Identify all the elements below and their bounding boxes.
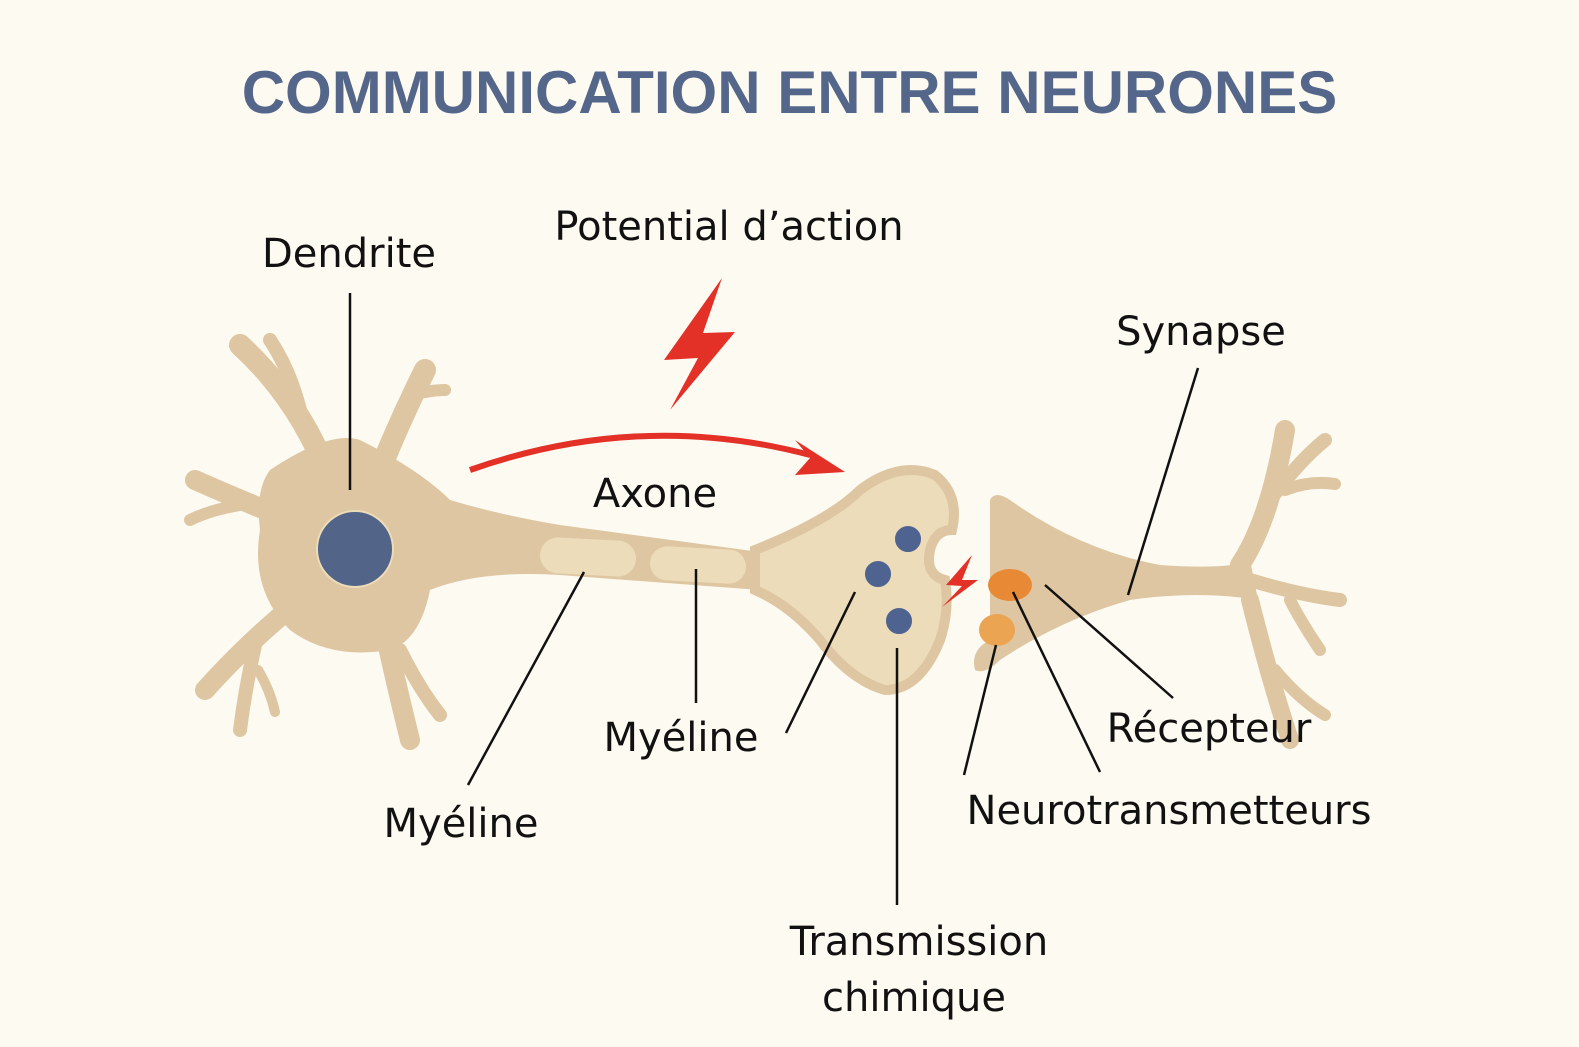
vesicle [863,559,893,589]
label-synapse: Synapse [1116,309,1286,355]
label-dendrite: Dendrite [261,231,437,277]
neurotransmitter [979,614,1015,646]
label-myeline-center: Myéline [603,715,759,761]
nucleus [316,510,394,588]
postsynaptic-neuron [974,495,1258,672]
neuron-soma [258,438,760,653]
neurotransmitter [988,569,1032,601]
myelin-segment [540,537,636,577]
leader-line-neurotransmetteur-b [962,644,998,776]
label-axone: Axone [592,471,718,517]
postsynaptic-dendrites [1230,420,1347,749]
label-potentiel-action: Potential d’action [554,204,904,250]
leader-line-neurotransmetteur-a [1011,591,1102,773]
synaptic-vesicles [863,524,923,636]
axon-terminal [750,465,959,696]
vesicle [884,606,914,636]
curved-arrow-icon [469,432,811,473]
diagram-title: COMMUNICATION ENTRE NEURONES [241,59,1338,126]
label-transmission-line1: Transmission [789,919,1049,965]
myelin-segment [650,546,746,584]
label-recepteur: Récepteur [1106,706,1312,752]
leader-line-synapse [1126,367,1200,596]
label-transmission-line2: chimique [822,975,1006,1021]
label-myeline-left: Myéline [383,801,539,847]
lightning-bolt-icon [942,555,978,607]
arrow-head [795,440,845,475]
vesicle [893,524,923,554]
lightning-bolt-icon [664,278,735,410]
leader-line-recepteur [1044,584,1174,699]
leader-lines [348,293,1200,905]
leader-line-myeline-terminal [784,591,857,734]
label-neurotransmetteurs: Neurotransmetteurs [966,788,1372,834]
leader-line-myeline-left [466,571,586,786]
